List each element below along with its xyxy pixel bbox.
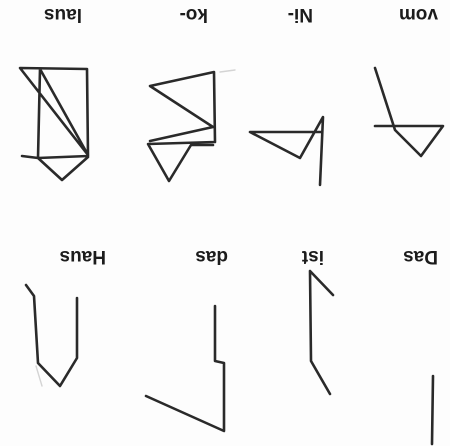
word-vom: vom: [399, 5, 438, 24]
word-laus: laus: [44, 5, 82, 24]
stroke-step-3: [146, 306, 224, 431]
pencil-smudge: [36, 366, 42, 386]
house-partial-2: [250, 117, 323, 185]
house-partial-1: [375, 68, 443, 156]
house-partial-3: [148, 72, 215, 181]
word-haus: Haus: [60, 247, 106, 266]
stroke-step-1: [432, 376, 433, 444]
pencil-smudge: [220, 70, 235, 72]
stroke-step-2: [310, 271, 333, 394]
word-das: das: [195, 247, 228, 266]
word-ni: Ni-: [288, 5, 313, 24]
house-of-nikolaus-complete: [20, 68, 88, 180]
word-ko: ko-: [180, 5, 209, 24]
stroke-step-4: [26, 285, 77, 386]
word-ist: ist: [302, 247, 324, 266]
word-das-capital: Das: [403, 247, 438, 266]
